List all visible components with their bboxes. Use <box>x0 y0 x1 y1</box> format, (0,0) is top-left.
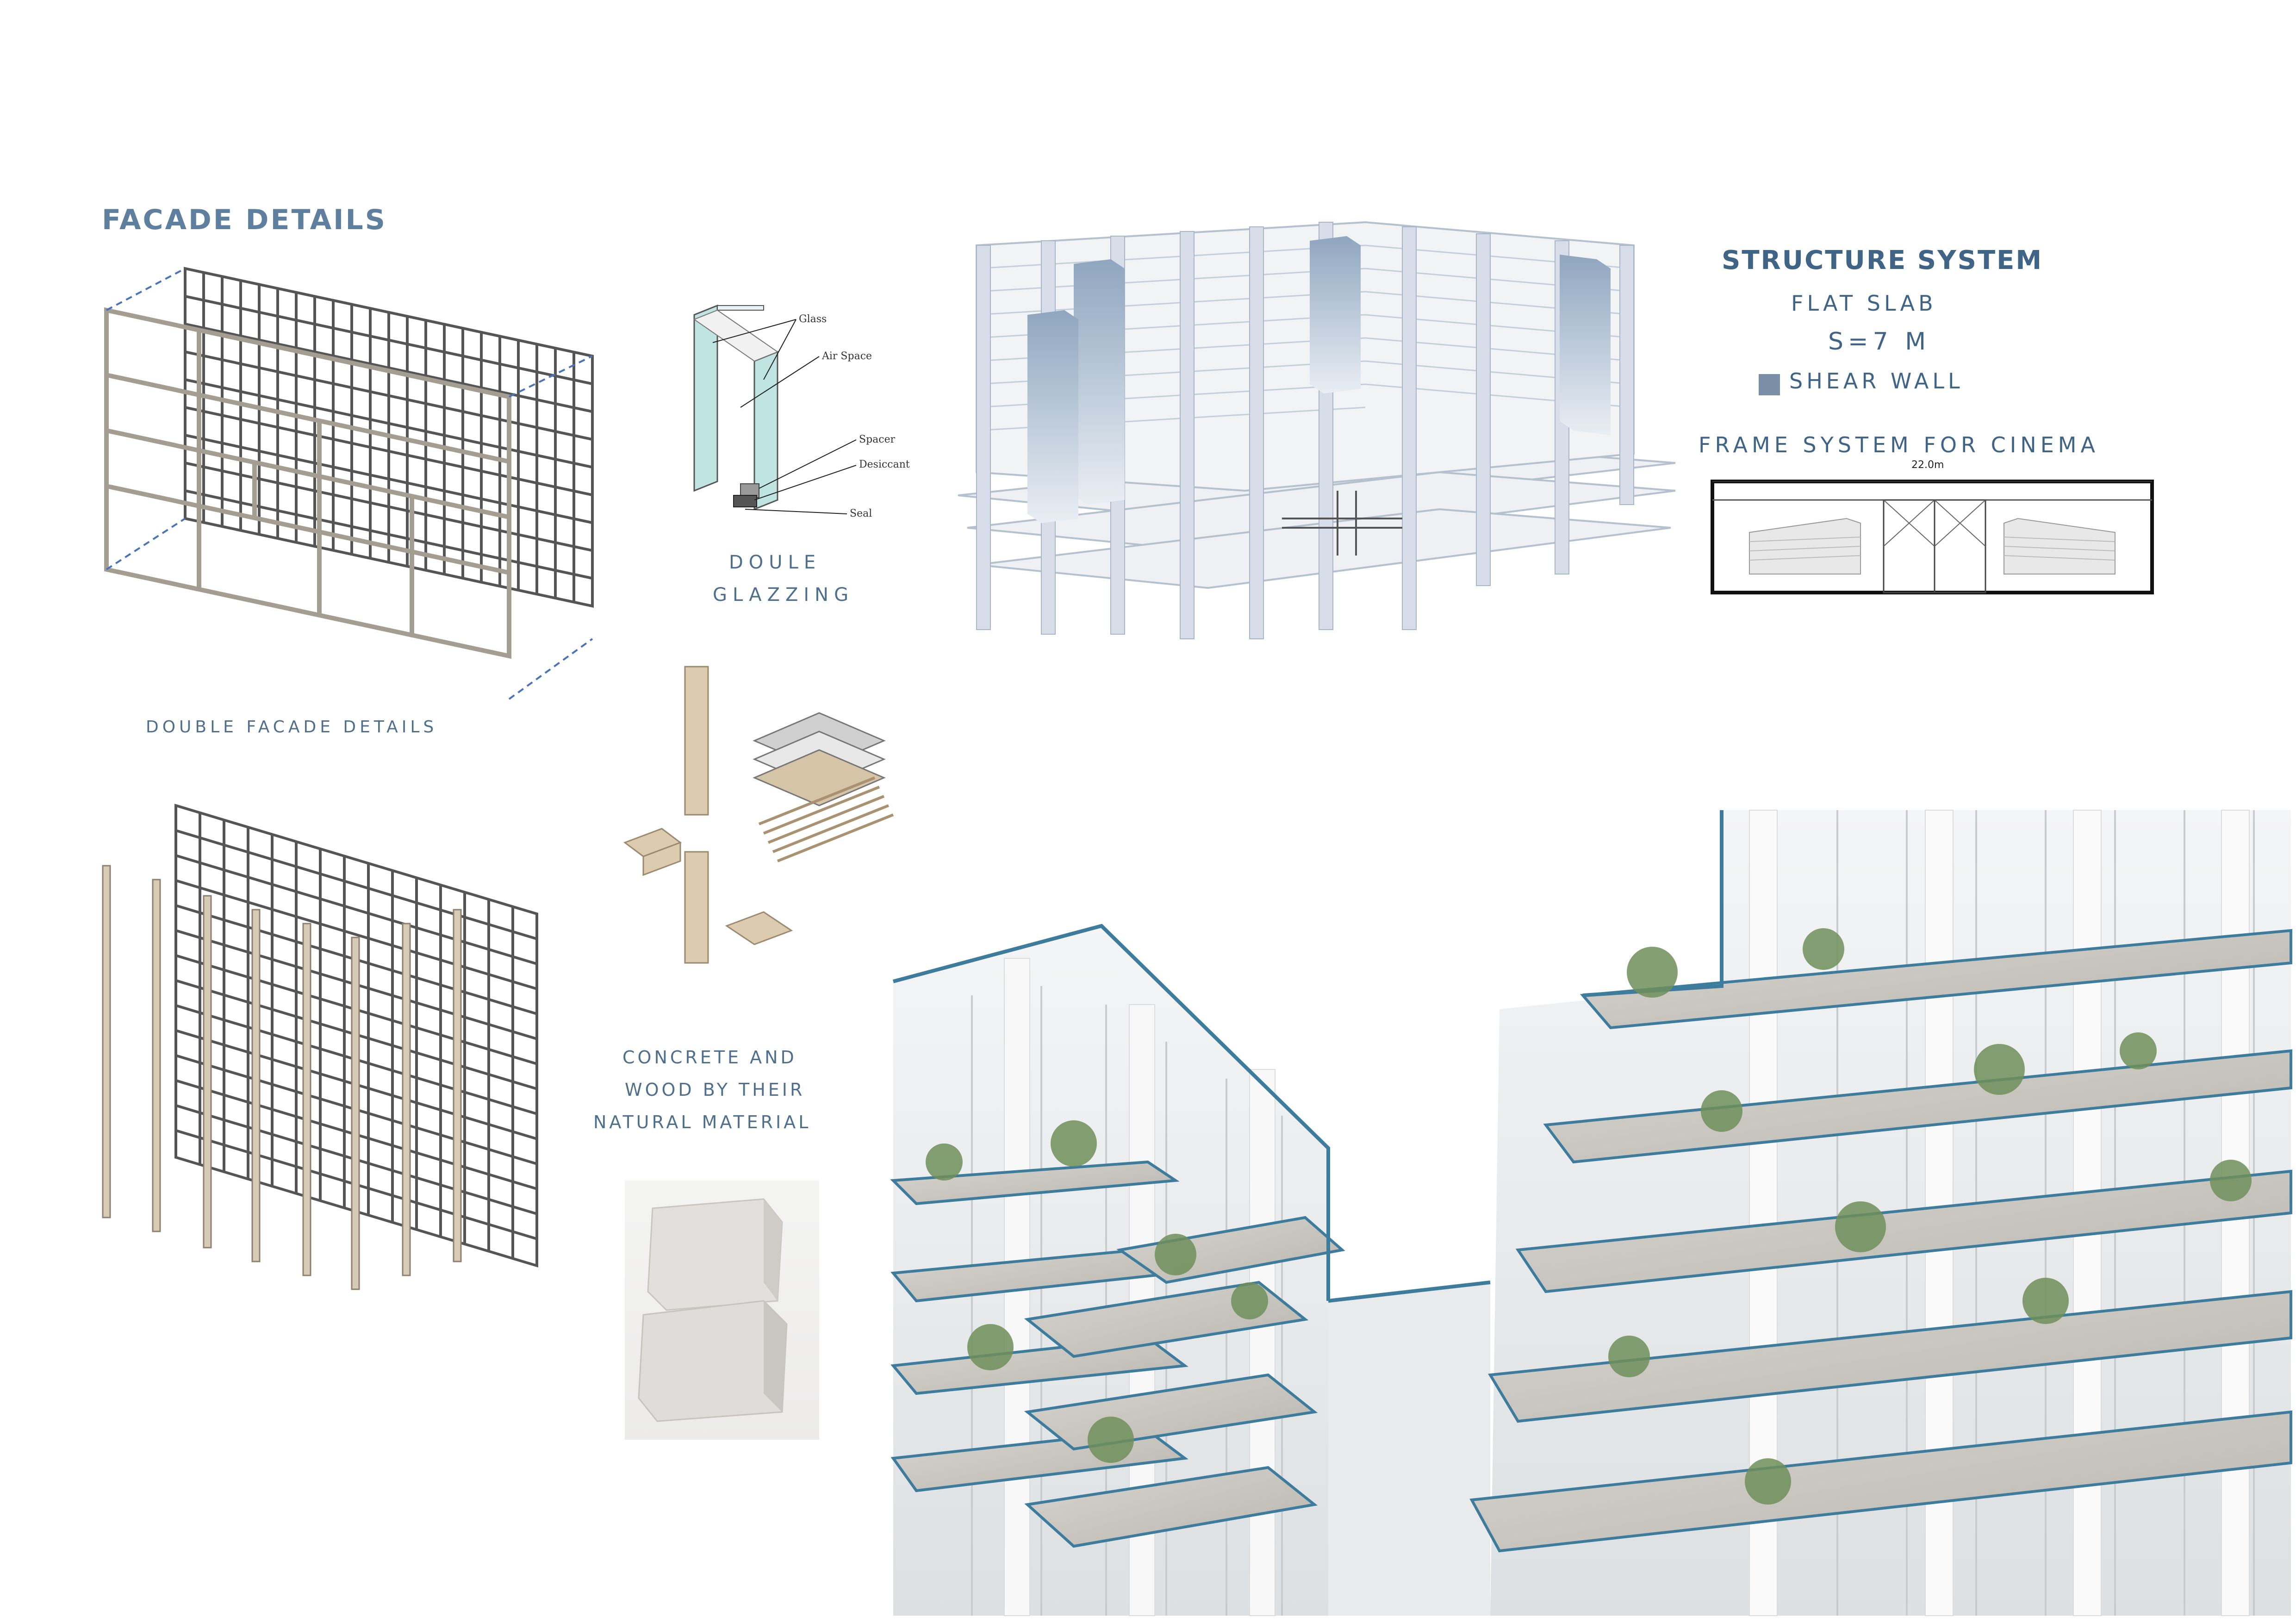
span-label: S=7 M <box>1828 328 1931 356</box>
double-glazing-caption-line2: GLAZZING <box>713 584 854 606</box>
concrete-blocks-image <box>625 1181 819 1440</box>
double-glazing-caption-line1: DOULE <box>729 552 821 573</box>
wood-joint-exploded-drawing <box>623 666 894 964</box>
structure-system-title: STRUCTURE SYSTEM <box>1722 245 2043 275</box>
label-seal: Seal <box>850 508 872 519</box>
structure-axonometric-drawing <box>958 221 1676 639</box>
flat-slab-label: FLAT SLAB <box>1791 291 1937 316</box>
shear-wall-legend-label: SHEAR WALL <box>1789 369 1964 394</box>
double-glazing-section-drawing: Glass Air Space Spacer Desiccant Seal <box>693 304 910 519</box>
frame-system-cinema-title: FRAME SYSTEM FOR CINEMA <box>1699 432 2099 457</box>
frame-dimension-label: 22.0m <box>1911 459 1944 471</box>
shear-wall-cores <box>1027 236 1611 523</box>
materials-caption-line2: WOOD BY THEIR <box>625 1080 805 1100</box>
cinema-frame-section-drawing <box>1711 480 2154 594</box>
label-glass: Glass <box>799 313 827 325</box>
double-facade-exploded-drawing <box>102 804 538 1290</box>
double-facade-details-title: DOUBLE FACADE DETAILS <box>146 718 438 737</box>
shear-wall-legend-swatch <box>1759 374 1780 395</box>
label-air-space: Air Space <box>821 350 872 362</box>
facade-frame-drawing <box>104 267 594 700</box>
label-spacer: Spacer <box>859 434 896 445</box>
materials-caption-line3: NATURAL MATERIAL <box>593 1112 811 1132</box>
facade-details-title: FACADE DETAILS <box>102 204 387 236</box>
label-desiccant: Desiccant <box>859 459 910 470</box>
building-perspective-render <box>889 810 2292 1616</box>
materials-caption-line1: CONCRETE AND <box>622 1047 797 1068</box>
